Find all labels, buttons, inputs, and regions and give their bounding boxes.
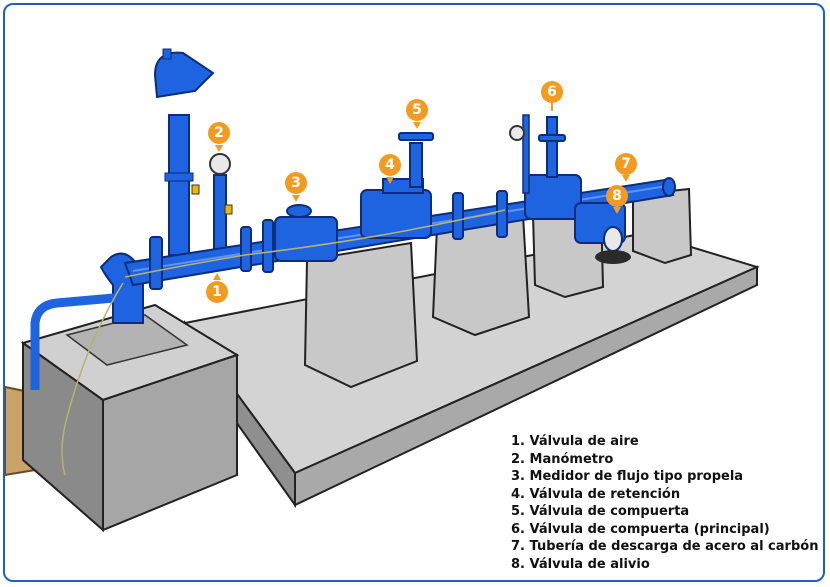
air-valve-riser <box>168 114 190 256</box>
legend-item: 6. Válvula de compuerta (principal) <box>511 521 770 537</box>
check-valve-body <box>360 189 432 239</box>
callout-3: 3 <box>285 172 307 194</box>
discharge-pipe-end <box>662 177 676 197</box>
callout-3-arrow <box>292 195 300 202</box>
pressure-gauge <box>209 153 231 175</box>
callout-2-arrow <box>215 145 223 152</box>
callout-4: 4 <box>379 154 401 176</box>
legend-item: 7. Tubería de descarga de acero al carbó… <box>511 539 819 554</box>
callout-5-arrow <box>413 122 421 129</box>
gauge-riser <box>213 174 227 250</box>
callout-8-arrow <box>613 207 621 214</box>
callout-4-arrow <box>386 177 394 184</box>
flow-meter-body <box>274 216 338 262</box>
pump-discharge-illustration <box>5 48 760 533</box>
callout-6-stem <box>551 103 553 111</box>
pedestal-4 <box>632 187 693 265</box>
legend: 1. Válvula de aire 2. Manómetro 3. Medid… <box>511 433 818 573</box>
callout-6: 6 <box>541 81 563 103</box>
pedestal-1 <box>303 241 419 389</box>
legend-item: 2. Manómetro <box>511 451 614 467</box>
legend-item: 5. Válvula de compuerta <box>511 504 690 519</box>
callout-1-arrow <box>213 273 221 280</box>
legend-item: 3. Medidor de flujo tipo propela <box>511 469 744 484</box>
small-return-pipe <box>30 292 126 390</box>
diagram-frame: 1 2 3 4 5 6 7 8 1. Válvula de aire 2. Ma… <box>3 3 825 582</box>
gate-valve-stem <box>409 142 423 188</box>
callout-8: 8 <box>606 185 628 207</box>
main-gate-valve-body <box>524 174 582 220</box>
callout-7: 7 <box>615 153 637 175</box>
main-gate-valve-stem <box>546 116 558 178</box>
gate-valve-handwheel <box>398 132 434 141</box>
legend-item: 1. Válvula de aire <box>511 434 639 449</box>
callout-7-arrow <box>622 175 630 182</box>
callout-2: 2 <box>208 122 230 144</box>
legend-item: 4. Válvula de retención <box>511 486 681 502</box>
callout-5: 5 <box>406 99 428 121</box>
callout-1: 1 <box>206 281 228 303</box>
legend-item: 8. Válvula de alivio <box>511 556 650 572</box>
